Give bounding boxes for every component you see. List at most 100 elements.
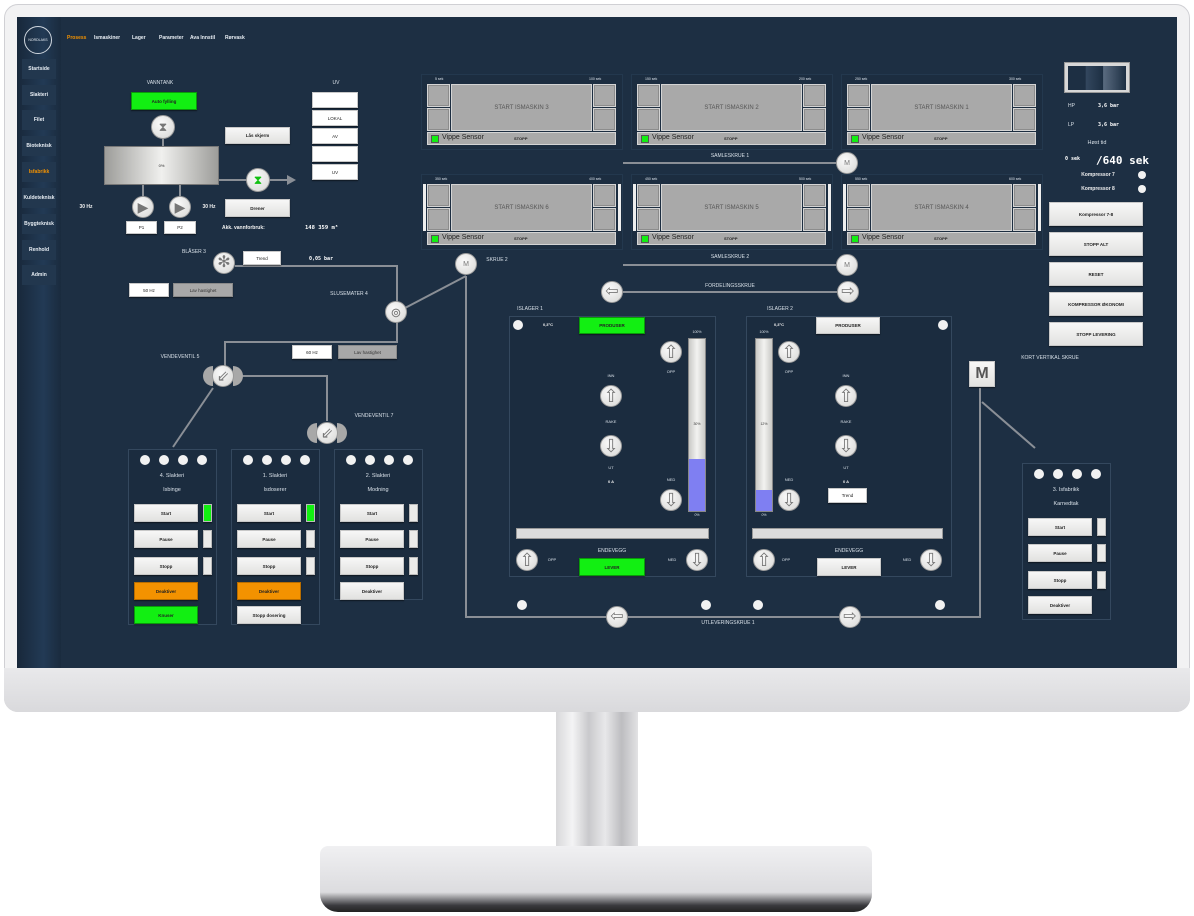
ismaskin-button-left-bottom[interactable] (637, 108, 660, 131)
deactivate-button[interactable]: Deaktiver (134, 582, 198, 600)
sidebar-item-renhold[interactable]: Renhold (22, 240, 56, 260)
ismaskin-button-left-bottom[interactable] (847, 108, 870, 131)
consumer-stopp-button[interactable]: Stopp (237, 557, 301, 575)
pump-p2-button[interactable]: P2 (164, 221, 196, 234)
ismaskin-button-right-top[interactable] (803, 184, 826, 207)
kort-vertikal-skrue-motor[interactable]: M (969, 361, 995, 387)
ismaskin-start-button[interactable]: START ISMASKIN 3 (451, 84, 592, 131)
slusemater-freq-field[interactable]: 60 Hz (292, 345, 332, 359)
uv-button-2[interactable]: AV (312, 128, 358, 144)
drain-button[interactable]: Drener (225, 199, 290, 217)
rotary-valve-icon[interactable]: ⊚ (385, 301, 407, 323)
right-action-button-0[interactable]: Kompressor 7-8 (1049, 202, 1143, 226)
autofill-button[interactable]: Auto fylling (131, 92, 197, 110)
rake-out-button[interactable]: ⇩ (600, 435, 622, 457)
sidebar-item-filet[interactable]: Filet (22, 110, 56, 130)
ismaskin-stop-button[interactable]: STOPP (934, 136, 948, 141)
utlevering-right-button[interactable]: ⇨ (839, 606, 861, 628)
blaser-speed-button[interactable]: Lav hastighet (173, 283, 233, 297)
utlevering-left-button[interactable]: ⇦ (606, 606, 628, 628)
lower-button[interactable]: ⇩ (778, 489, 800, 511)
sidebar-item-byggteknisk[interactable]: Byggteknisk (22, 214, 56, 234)
motor-icon-samleskrue-1-motor[interactable]: M (836, 152, 858, 174)
consumer-extra-button[interactable]: Stopp dosering (237, 606, 301, 624)
uv-button-1[interactable]: LOKAL (312, 110, 358, 126)
ismaskin-button-right-bottom[interactable] (803, 208, 826, 231)
uv-button-4[interactable]: UV (312, 164, 358, 180)
ismaskin-stop-button[interactable]: STOPP (724, 136, 738, 141)
consumer-pause-button[interactable]: Pause (134, 530, 198, 548)
nav-tab-4[interactable]: Ava Innstil (190, 35, 216, 41)
drain-valve-icon[interactable]: ⧗ (246, 168, 270, 192)
consumer-pause-button[interactable]: Pause (237, 530, 301, 548)
pump-p1-icon[interactable]: ▶ (132, 196, 154, 218)
deliver-button[interactable]: LEVER (817, 558, 881, 576)
sidebar-item-bioteknisk[interactable]: Bioteknisk (22, 136, 56, 156)
pump-p1-button[interactable]: P1 (126, 221, 157, 234)
sidebar-item-kuldeteknisk[interactable]: Kuldeteknisk (22, 188, 56, 208)
rake-in-button[interactable]: ⇧ (600, 385, 622, 407)
nav-tab-5[interactable]: Rørvask (225, 35, 245, 41)
vendeventil-7-icon[interactable]: ⇙ (316, 422, 338, 444)
right-action-button-3[interactable]: KOMPRESSOR ØKONOMI (1049, 292, 1143, 316)
ismaskin-button-right-top[interactable] (1013, 184, 1036, 207)
ismaskin-stop-button[interactable]: STOPP (514, 236, 528, 241)
ismaskin-button-left-bottom[interactable] (427, 108, 450, 131)
uv-button-0[interactable] (312, 92, 358, 108)
produce-button[interactable]: PRODUSER (579, 317, 645, 334)
fordeling-left-button[interactable]: ⇦ (601, 281, 623, 303)
nav-tab-3[interactable]: Parameter (159, 35, 184, 41)
ismaskin-button-right-top[interactable] (593, 84, 616, 107)
deactivate-button[interactable]: Deaktiver (237, 582, 301, 600)
nav-tab-1[interactable]: Ismaskiner (94, 35, 121, 41)
ismaskin-stop-button[interactable]: STOPP (934, 236, 948, 241)
ismaskin-button-right-top[interactable] (1013, 84, 1036, 107)
ismaskin-start-button[interactable]: START ISMASKIN 5 (661, 184, 802, 231)
endwall-down-button[interactable]: ⇩ (920, 549, 942, 571)
endwall-down-button[interactable]: ⇩ (686, 549, 708, 571)
raise-button[interactable]: ⇧ (778, 341, 800, 363)
sidebar-item-slakteri[interactable]: Slakteri (22, 85, 56, 105)
motor-icon-skrue-2-motor[interactable]: M (455, 253, 477, 275)
consumer-pause-button[interactable]: Pause (1028, 544, 1092, 562)
ismaskin-start-button[interactable]: START ISMASKIN 6 (451, 184, 592, 231)
right-action-button-4[interactable]: STOPP LEVERING (1049, 322, 1143, 346)
right-action-button-2[interactable]: RESET (1049, 262, 1143, 286)
endwall-up-button[interactable]: ⇧ (516, 549, 538, 571)
ismaskin-button-left-top[interactable] (427, 84, 450, 107)
ismaskin-button-right-top[interactable] (593, 184, 616, 207)
ismaskin-button-left-bottom[interactable] (427, 208, 450, 231)
overview-thumbnail[interactable] (1064, 62, 1130, 93)
deactivate-button[interactable]: Deaktiver (1028, 596, 1092, 614)
inlet-valve-icon[interactable]: ⧗ (151, 115, 175, 139)
consumer-start-button[interactable]: Start (134, 504, 198, 522)
ismaskin-button-right-bottom[interactable] (593, 208, 616, 231)
sidebar-item-startside[interactable]: Startside (22, 59, 56, 79)
fan-icon[interactable]: ✻ (213, 252, 235, 274)
ismaskin-button-right-top[interactable] (803, 84, 826, 107)
consumer-pause-button[interactable]: Pause (340, 530, 404, 548)
consumer-stopp-button[interactable]: Stopp (1028, 571, 1092, 589)
right-action-button-1[interactable]: STOPP ALT (1049, 232, 1143, 256)
sidebar-item-isfabrikk[interactable]: Isfabrikk (22, 162, 56, 182)
lower-button[interactable]: ⇩ (660, 489, 682, 511)
sidebar-item-admin[interactable]: Admin (22, 265, 56, 285)
ismaskin-start-button[interactable]: START ISMASKIN 2 (661, 84, 802, 131)
ismaskin-stop-button[interactable]: STOPP (514, 136, 528, 141)
ismaskin-button-left-bottom[interactable] (637, 208, 660, 231)
ismaskin-button-right-bottom[interactable] (593, 108, 616, 131)
raise-button[interactable]: ⇧ (660, 341, 682, 363)
ismaskin-button-right-bottom[interactable] (803, 108, 826, 131)
lock-screen-button[interactable]: Lås skjerm (225, 127, 290, 144)
consumer-start-button[interactable]: Start (340, 504, 404, 522)
produce-button[interactable]: PRODUSER (816, 317, 880, 334)
deliver-button[interactable]: LEVER (579, 558, 645, 576)
ismaskin-button-left-top[interactable] (847, 84, 870, 107)
deactivate-button[interactable]: Deaktiver (340, 582, 404, 600)
consumer-extra-button[interactable]: Knuser (134, 606, 198, 624)
uv-button-3[interactable] (312, 146, 358, 162)
blaser-freq-field[interactable]: 50 Hz (129, 283, 169, 297)
ismaskin-start-button[interactable]: START ISMASKIN 4 (871, 184, 1012, 231)
ismaskin-button-right-bottom[interactable] (1013, 108, 1036, 131)
ismaskin-button-left-bottom[interactable] (847, 208, 870, 231)
